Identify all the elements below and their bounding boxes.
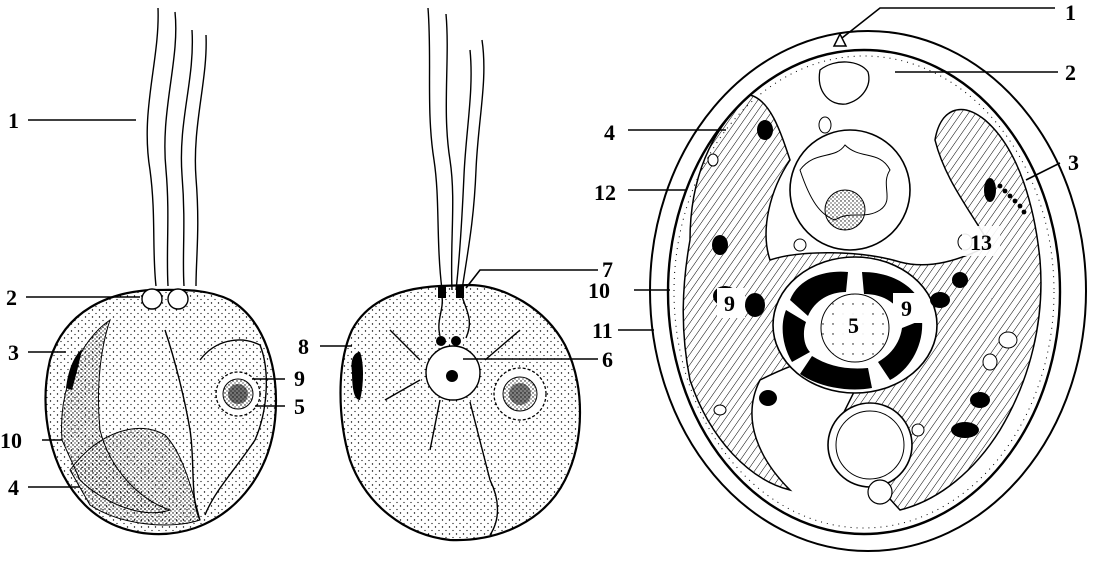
left-leaders [26,119,285,488]
right-label-11: 11 [592,318,613,343]
middle-labels: 7 8 6 [298,257,613,372]
right-eyespot [997,183,1027,215]
left-basal-body-1 [141,288,163,310]
middle-flagellum-1b [445,13,454,291]
left-flagellum-2 [180,29,194,287]
right-label-9a: 9 [724,291,735,316]
middle-eyespot [351,352,363,400]
right-nucleus [789,129,911,251]
left-label-1: 1 [8,108,19,133]
middle-flagellum-1 [427,7,443,291]
middle-label-6: 6 [602,347,613,372]
middle-cell [339,7,582,542]
left-labels: 1 2 3 10 4 9 5 [0,108,305,500]
right-vacuole-top [818,61,870,105]
left-stalk-2 [199,339,268,516]
right-label-2: 2 [1065,60,1076,85]
right-label-1: 1 [1065,0,1076,25]
left-label-3: 3 [8,340,19,365]
right-label-5: 5 [848,313,859,338]
middle-nucleolus [446,370,458,382]
right-label-10: 10 [588,278,610,303]
left-stalk [164,329,201,521]
left-cell [44,7,277,536]
middle-leaders [320,269,598,360]
left-flagellum-1b [164,11,177,287]
left-label-2: 2 [6,285,17,310]
left-flagellum-2b [194,34,207,287]
right-cell [649,30,1087,552]
middle-flagellum-2b [455,49,472,291]
left-label-5: 5 [294,394,305,419]
left-basal-body-2 [167,288,189,310]
middle-flagellum-2 [461,39,485,291]
right-starch-plates [782,271,923,390]
left-label-9: 9 [294,366,305,391]
middle-cell-body [339,283,582,542]
left-chloroplast-lower [69,427,201,526]
right-label-12: 12 [594,180,616,205]
left-label-10: 10 [0,428,22,453]
middle-label-8: 8 [298,334,309,359]
right-label-13: 13 [970,230,992,255]
right-label-4: 4 [604,120,615,145]
left-eyespot [66,349,82,390]
left-flagellum-1 [146,7,159,287]
right-label-3: 3 [1068,150,1079,175]
right-nucleolus [824,189,866,231]
right-labels: 1 2 4 3 12 13 10 11 9 9 5 [588,0,1079,343]
right-leaders [618,7,1061,331]
middle-label-7: 7 [602,257,613,282]
right-label-9b: 9 [901,296,912,321]
left-label-4: 4 [8,475,19,500]
